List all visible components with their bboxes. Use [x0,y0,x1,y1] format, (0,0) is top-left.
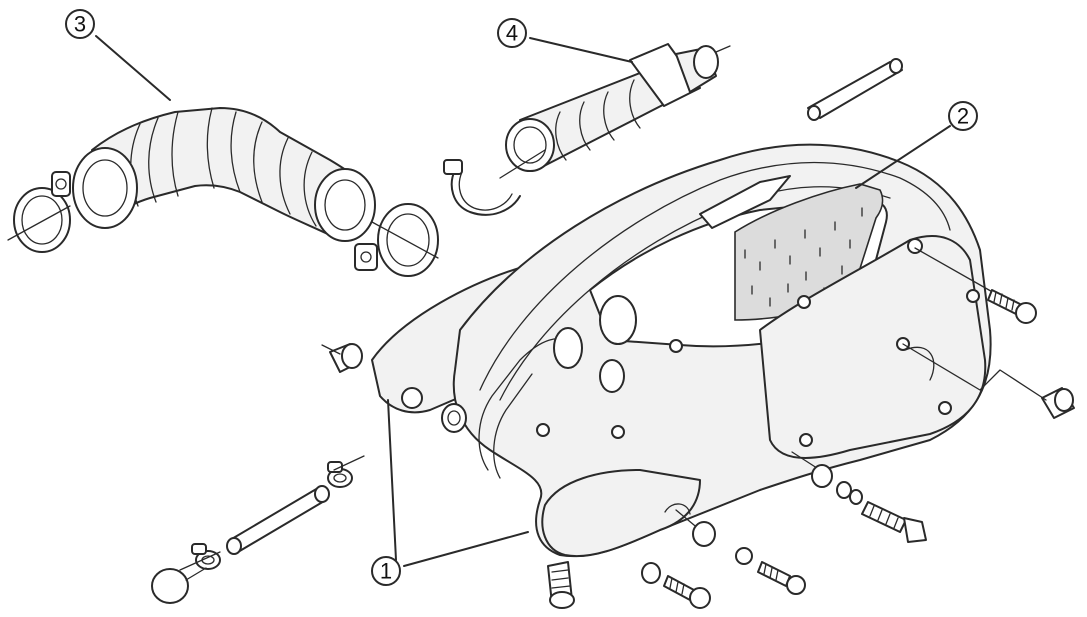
screw-top-right [914,247,1037,324]
callout-2-label: 2 [957,104,969,129]
callout-3-label: 3 [74,12,86,37]
intake-sleeve-part-4 [443,43,731,216]
bolt-with-washers [791,451,927,543]
screw-lower-left [641,562,711,609]
callout-2: 2 [948,101,978,131]
hardware [321,247,1075,609]
bushing-left-top [321,343,363,373]
intake-hose-part-3 [7,107,439,277]
callout-4: 4 [497,18,527,48]
leader-lines [95,35,951,567]
drain-hose-assembly [151,455,365,604]
screw-lower-middle [675,509,806,595]
callout-1: 1 [371,556,401,586]
callout-4-label: 4 [506,21,518,46]
callout-1-label: 1 [380,559,392,584]
bushing-left-bottom [441,403,467,433]
breather-tube [807,58,903,121]
bushing-right [902,343,1075,419]
air-box-housing-part-1 [371,143,992,558]
drain-plug [547,561,575,609]
callout-3: 3 [65,9,95,39]
